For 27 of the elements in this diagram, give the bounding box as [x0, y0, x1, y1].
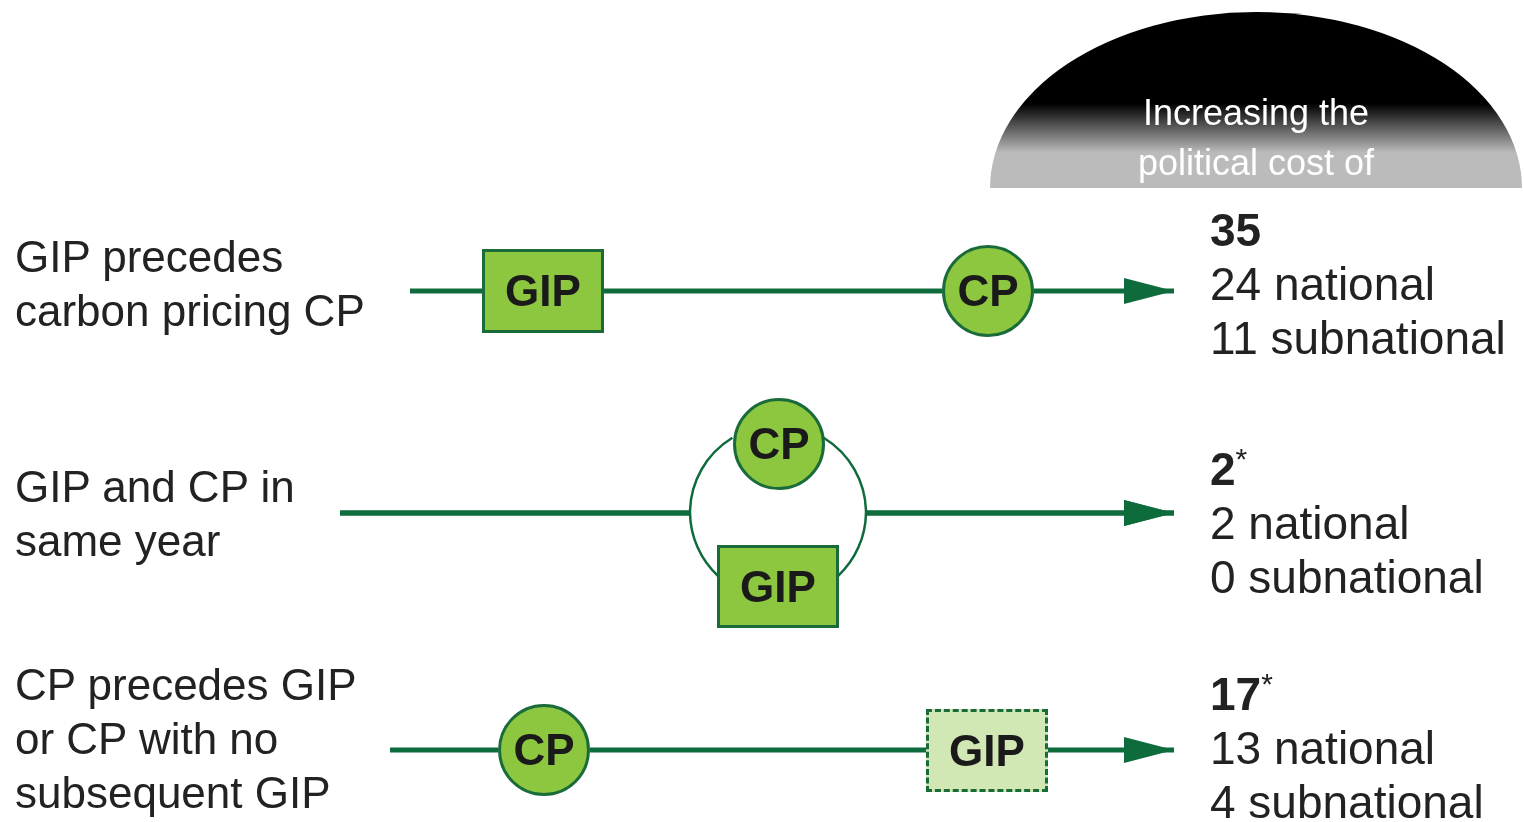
cp-circle: CP	[942, 245, 1034, 337]
count-text: 13 national	[1210, 721, 1437, 776]
heading-text: Increasing the political cost of	[1136, 91, 1376, 185]
connector-line	[604, 288, 942, 294]
connector-line	[340, 510, 719, 577]
row-label: CP precedes GIP or CP with no subsequent GIP	[15, 658, 390, 820]
count-heading: 35	[1210, 203, 1263, 257]
arrow	[1034, 278, 1174, 304]
count-heading: 2$^{*}$	[1210, 441, 1249, 497]
count-text: 2 national	[1210, 496, 1411, 551]
row-label: GIP precedes carbon pricing CP	[15, 230, 410, 342]
connector-line	[410, 288, 482, 294]
arrow	[1048, 737, 1174, 763]
gip-box: GIP	[717, 545, 839, 628]
count-text: 0 subnational	[1210, 550, 1485, 605]
count-text: 4 subnational	[1210, 775, 1485, 822]
connector-line	[590, 747, 926, 753]
count-text: 24 national	[1210, 257, 1437, 311]
row-label: GIP and CP in same year	[15, 460, 340, 572]
count-text: 11 subnational	[1210, 311, 1507, 365]
cp-circle: CP	[498, 704, 590, 796]
count-heading: 17$^{*}$	[1210, 666, 1274, 722]
dashed-gip-box: GIP	[926, 709, 1048, 792]
gip-box: GIP	[482, 249, 604, 333]
connector-line	[390, 747, 498, 753]
arrow	[837, 500, 1174, 577]
cp-circle: CP	[733, 398, 825, 490]
